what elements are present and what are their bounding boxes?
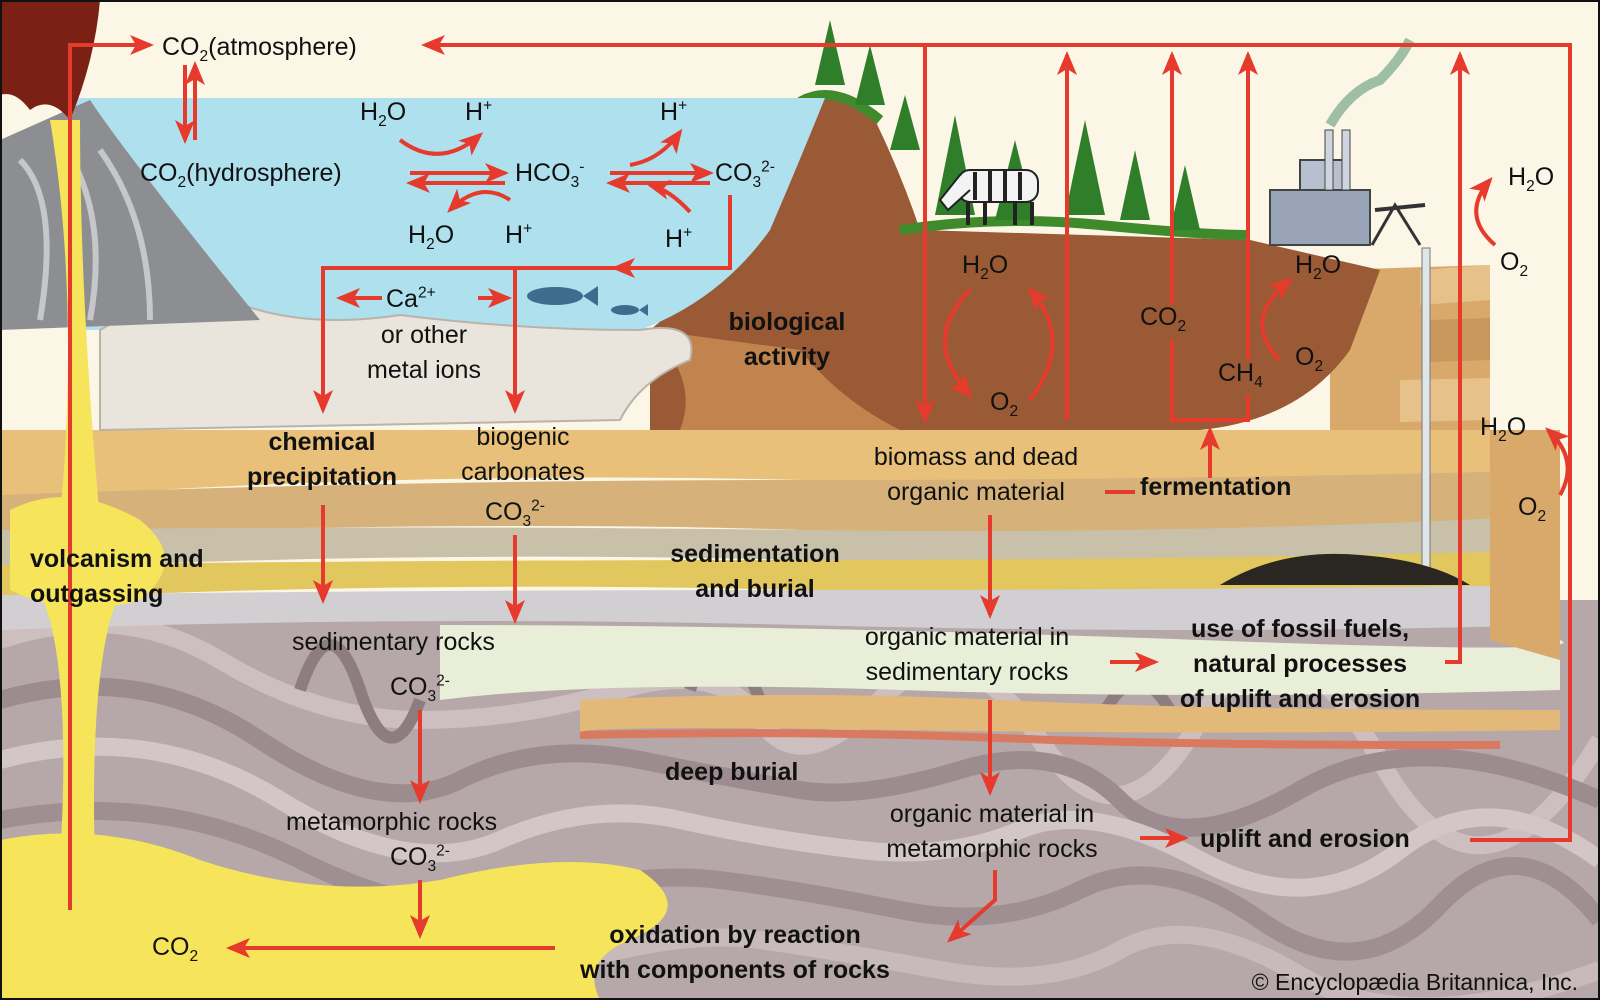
label-h-bottom-left: H+ — [505, 220, 533, 249]
label-h2o-top-left: H2O — [360, 98, 407, 130]
arrow-o2-h2o-lower — [1545, 427, 1570, 496]
label-fermentation: fermentation — [1140, 473, 1292, 501]
fish-icon — [527, 286, 648, 316]
label-h2o-land: H2O — [962, 251, 1009, 283]
arrow-h-to-h2o — [447, 188, 512, 213]
label-metamorphic-rocks: metamorphic rocks — [286, 808, 498, 836]
lava-eruption — [0, 0, 100, 120]
magma-chamber — [0, 833, 668, 1000]
zebra-icon — [938, 169, 1039, 225]
label-ch4: CH4 — [1218, 359, 1263, 391]
arrow-h2o-to-o2-cycle — [943, 288, 973, 398]
arrow-orgmeta-to-oxidation — [947, 870, 997, 943]
arrow-o2-to-h2o-ch4 — [1260, 277, 1294, 362]
arrow-to-precipitation — [313, 266, 615, 414]
credit-line: © Encyclopædia Britannica, Inc. — [1251, 969, 1578, 995]
arrow-h2o-to-h — [398, 132, 484, 156]
red-rock-layer — [579, 729, 1501, 750]
label-h2o-right-lower: H2O — [1480, 413, 1527, 445]
label-carbonate-ion: CO32- — [715, 158, 775, 191]
label-h2o-ch4: H2O — [1295, 251, 1342, 283]
label-sedimentary-carbonate-ion: CO32- — [390, 672, 450, 705]
arrow-carbonate-down — [611, 195, 732, 278]
sedimentary-strata — [0, 430, 1564, 733]
label-o2-right-upper: O2 — [1500, 248, 1529, 280]
label-h-bottom-right: H+ — [665, 224, 693, 253]
arrow-ferm-loop — [1170, 340, 1250, 422]
label-h-top-left: H+ — [465, 97, 493, 126]
label-co2-hydrosphere: CO2(hydrosphere) — [140, 159, 342, 191]
label-biogenic-carbonate-ion: CO32- — [485, 497, 545, 530]
arrow-fossil-to-atm — [1445, 51, 1470, 664]
soil-hill — [650, 92, 1380, 430]
hill-slope — [650, 330, 900, 430]
label-o2-right-lower: O2 — [1518, 493, 1547, 525]
magma-pocket — [10, 497, 165, 608]
label-co2-fermentation: CO2 — [1140, 303, 1187, 335]
label-o2-land: O2 — [990, 388, 1019, 420]
label-o2-ch4: O2 — [1295, 343, 1324, 375]
oil-reservoir — [1220, 553, 1470, 585]
grass — [899, 216, 1251, 240]
arrow-top-return — [421, 35, 1572, 842]
arrow-o2-to-h2o-cycle — [1027, 287, 1055, 402]
label-deep-burial: deep burial — [665, 758, 799, 786]
arrow-o2-h2o-upper — [1469, 176, 1497, 247]
label-uplift-erosion: uplift and erosion — [1200, 825, 1410, 853]
label-co2-atmosphere: CO2(atmosphere) — [162, 33, 357, 65]
label-metamorphic-carbonate-ion: CO32- — [390, 842, 450, 875]
flow-arrows — [68, 35, 1572, 958]
label-h2o-bottom: H2O — [408, 221, 455, 253]
arrow-volcanism-to-atmosphere — [68, 35, 154, 910]
oil-well-pipe — [1421, 247, 1431, 584]
label-calcium-ion: Ca2+ — [386, 284, 436, 313]
label-co2-released: CO2 — [152, 933, 199, 965]
label-h2o-right-upper: H2O — [1508, 163, 1555, 195]
label-sedimentary-rocks: sedimentary rocks — [292, 628, 495, 656]
factory-icon — [1269, 37, 1426, 246]
arrow-to-h-top — [629, 128, 683, 167]
label-bicarbonate: HCO3- — [515, 158, 585, 191]
ocean — [70, 98, 825, 330]
arrow-h-to-carbonate — [646, 180, 692, 214]
label-h-top-right: H+ — [660, 97, 688, 126]
magma-conduit — [42, 120, 118, 860]
